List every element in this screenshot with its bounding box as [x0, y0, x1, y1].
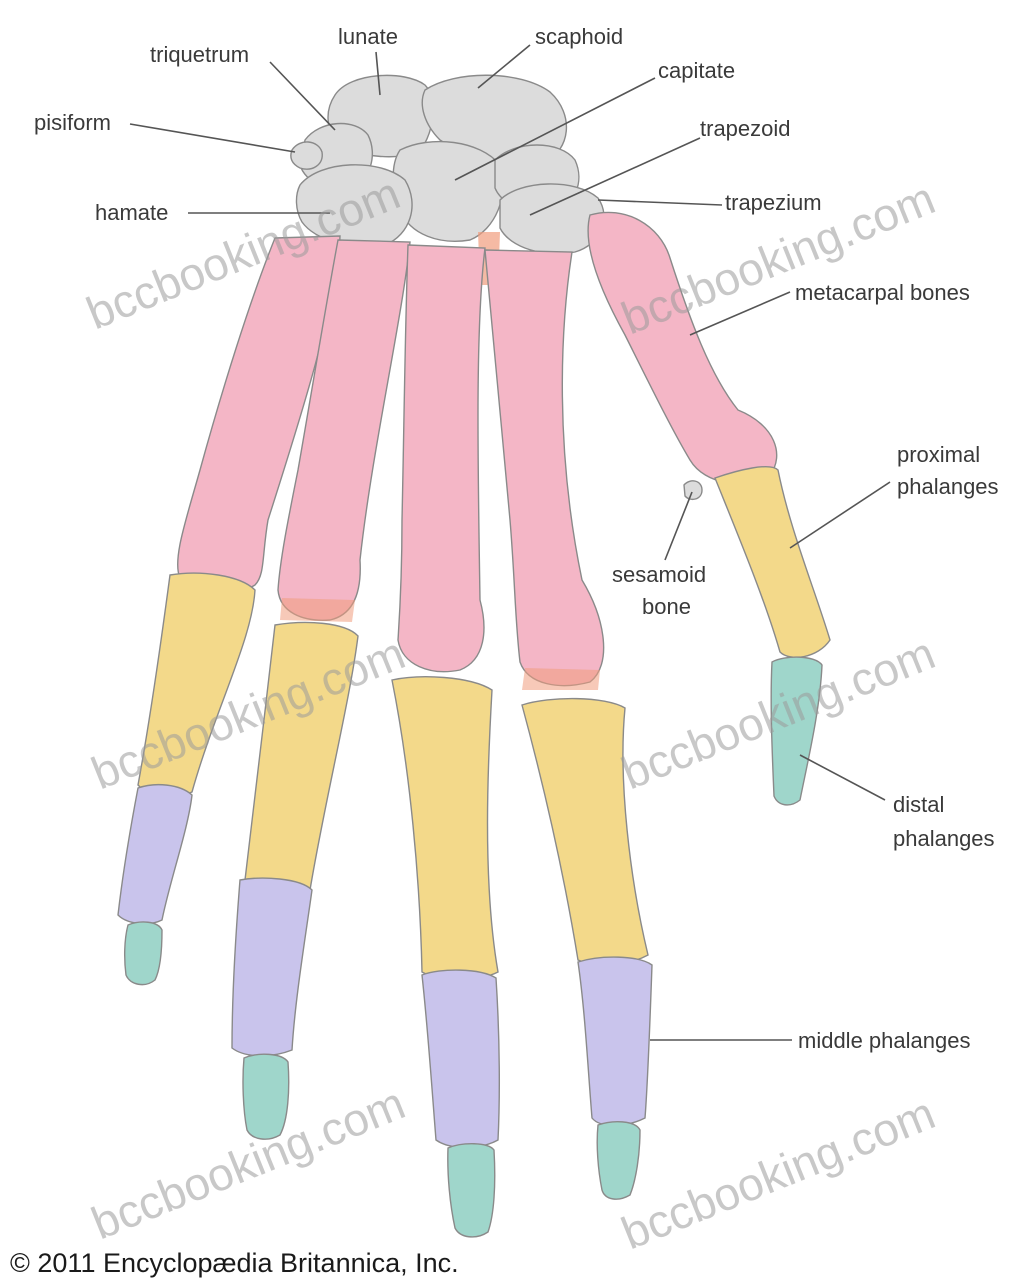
label-capitate: capitate: [658, 58, 735, 83]
label-sesamoid-line1: sesamoid: [612, 562, 706, 587]
copyright-notice: © 2011 Encyclopædia Britannica, Inc.: [10, 1248, 459, 1278]
middle-phalanx-index: [578, 957, 652, 1125]
leader-line-triquetrum: [270, 62, 335, 130]
distal-phalanx-little: [125, 922, 162, 985]
label-hamate: hamate: [95, 200, 168, 225]
leader-line-pisiform: [130, 124, 295, 152]
watermark-6: bccbooking.com: [614, 1087, 942, 1260]
metacarpal-index-finger: [485, 250, 604, 686]
label-trapezium: trapezium: [725, 190, 822, 215]
leader-line-proximal: [790, 482, 890, 548]
label-scaphoid: scaphoid: [535, 24, 623, 49]
metacarpal-head-accent-1: [280, 598, 355, 622]
middle-phalanx-ring: [232, 878, 312, 1056]
leader-line-sesamoid: [665, 492, 692, 560]
label-proximal-line1: proximal: [897, 442, 980, 467]
metacarpal-head-accent-2: [522, 668, 600, 690]
label-sesamoid-line2: bone: [642, 594, 691, 619]
label-trapezoid: trapezoid: [700, 116, 791, 141]
pisiform-bone: [291, 142, 322, 169]
label-distal-line1: distal: [893, 792, 944, 817]
watermark-3: bccbooking.com: [84, 627, 412, 800]
distal-phalanx-index: [597, 1122, 640, 1199]
proximal-phalanx-index: [522, 699, 648, 965]
proximal-phalanx-middle: [392, 677, 498, 980]
label-metacarpal-bones: metacarpal bones: [795, 280, 970, 305]
leader-line-distal: [800, 755, 885, 800]
distal-phalanx-middle: [448, 1144, 495, 1237]
label-proximal-line2: phalanges: [897, 474, 999, 499]
metacarpal-middle-finger: [398, 245, 485, 672]
label-triquetrum: triquetrum: [150, 42, 249, 67]
label-middle-phalanges: middle phalanges: [798, 1028, 970, 1053]
proximal-phalanx-thumb: [715, 467, 830, 658]
middle-phalanx-little: [118, 785, 192, 924]
label-distal-line2: phalanges: [893, 826, 995, 851]
middle-phalanx-middle: [422, 970, 499, 1147]
label-lunate: lunate: [338, 24, 398, 49]
label-pisiform: pisiform: [34, 110, 111, 135]
leader-line-trapezium: [598, 200, 722, 205]
sesamoid-bone-shape: [684, 481, 702, 500]
